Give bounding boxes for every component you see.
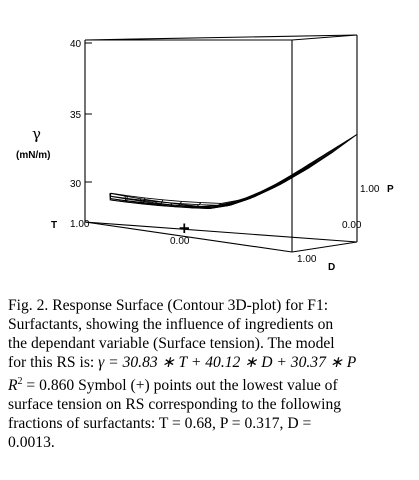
r2-exponent: 2	[17, 376, 23, 387]
plot-box	[84, 34, 358, 253]
box-bottom-front-edge	[84, 221, 293, 253]
box-top-right-edge	[291, 34, 358, 41]
p-tick-label: 0.00	[342, 220, 362, 231]
response-surface-chart: 40 35 30 γ (mN/m) T 1.00 0.00 1.00 P 0.0…	[16, 34, 394, 273]
caption-line: R2 = 0.860 Symbol (+) points out the low…	[8, 372, 412, 395]
figure-caption: Fig. 2. Response Surface (Contour 3D-plo…	[8, 296, 412, 452]
surface-grid-line	[276, 151, 333, 185]
model-equation: γ = 30.83 ∗ T + 40.12 ∗ D + 30.37 ∗ P	[98, 354, 357, 371]
surface-grid-line	[110, 162, 311, 209]
caption-line: fractions of surfactants: T = 0.68, P = …	[8, 415, 312, 433]
caption-line: the dependant variable (Surface tension)…	[8, 335, 335, 352]
z-axis-unit: (mN/m)	[16, 150, 50, 161]
box-bottom-diagonal-edge	[84, 221, 358, 243]
r2-symbol: R	[8, 377, 18, 395]
surface-grid-line	[246, 180, 287, 199]
p-axis: 1.00 P 0.00	[342, 184, 394, 231]
p-axis-label: P	[387, 184, 394, 195]
surface-grid-line	[185, 202, 202, 209]
z-axis: 40 35 30 γ (mN/m)	[16, 39, 92, 190]
surface-grid-line	[170, 201, 183, 208]
surface-grid-line	[231, 191, 264, 203]
surface-grid-line	[291, 134, 358, 176]
z-tick-label: 30	[70, 179, 82, 190]
box-top-diagonal-edge	[84, 34, 358, 41]
caption-text: for this RS is:	[8, 354, 99, 371]
figure-area: 40 35 30 γ (mN/m) T 1.00 0.00 1.00 P 0.0…	[16, 34, 394, 273]
d-axis: 1.00 D	[297, 254, 335, 273]
surface-grid-line	[110, 139, 348, 206]
caption-text: = 0.860 Symbol (+) points out the lowest…	[22, 377, 338, 395]
surface-grid-line	[110, 151, 330, 209]
t-axis: T 1.00 0.00	[51, 219, 190, 247]
p-tick-label: 1.00	[360, 184, 380, 195]
caption-line: Surfactants, showing the influence of in…	[8, 316, 334, 333]
caption-line: surface tension on RS corresponding to t…	[8, 396, 342, 414]
t-axis-label: T	[51, 220, 57, 231]
t-tick-label: 1.00	[70, 219, 90, 230]
t-tick-label: 0.00	[170, 236, 190, 247]
z-axis-symbol: γ	[32, 125, 41, 143]
surface-grid-line	[124, 195, 128, 203]
z-tick-label: 35	[70, 110, 82, 121]
surface-grid-line	[139, 197, 146, 205]
minimum-marker: +	[178, 219, 191, 237]
d-axis-label: D	[328, 262, 335, 273]
surface-grid-line	[155, 199, 164, 206]
caption-line: 0.0013.	[8, 434, 55, 452]
caption-line: for this RS is: γ = 30.83 ∗ T + 40.12 ∗ …	[8, 353, 412, 372]
surface-grid-line	[261, 167, 310, 192]
box-bottom-right-edge	[291, 241, 358, 253]
z-tick-label: 40	[70, 39, 82, 50]
response-surface	[109, 134, 358, 210]
surface-grid-line	[110, 134, 358, 204]
surface-grid-line	[109, 193, 112, 201]
d-tick-label: 1.00	[297, 254, 317, 265]
caption-line: Fig. 2. Response Surface (Contour 3D-plo…	[8, 297, 329, 314]
